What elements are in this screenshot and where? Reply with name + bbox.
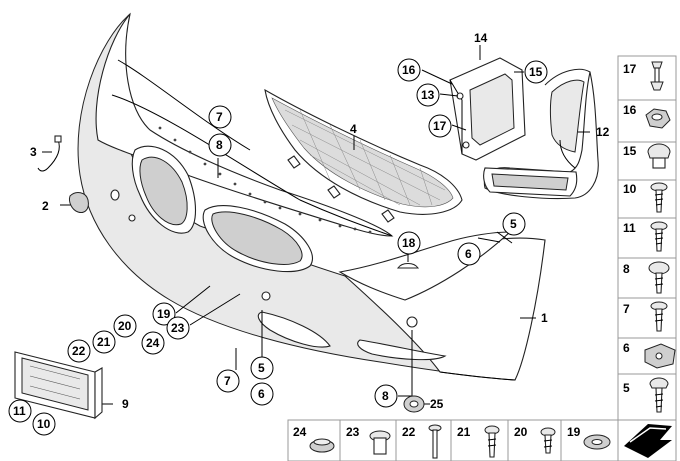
label-3: 3 [30,145,37,159]
label-4: 4 [350,122,357,136]
callout-labels: 1 2 3 4 12 14 9 [30,31,610,411]
label-8b: 8 [382,389,389,403]
label-5b: 5 [258,361,265,375]
label-7a: 7 [216,110,223,124]
label-7b: 7 [224,374,231,388]
label-16: 16 [402,63,416,77]
rp-7: 7 [623,302,630,316]
label-22: 22 [72,344,86,358]
bumper-cover [77,12,546,381]
bp-20: 20 [514,425,528,439]
air-duct [483,68,599,200]
grommet-part [403,395,425,413]
washer-19-icon [583,434,611,450]
label-9: 9 [122,397,129,411]
leader-lines [42,45,590,405]
bp-22: 22 [402,425,416,439]
label-6b: 6 [258,387,265,401]
label-6a: 6 [465,247,472,261]
label-12: 12 [596,125,610,139]
direction-arrow-icon [617,419,677,461]
cover-cap [69,192,89,213]
label-21: 21 [97,335,111,349]
rp-5: 5 [623,381,630,395]
right-fastener-panel: 17 16 15 10 11 8 7 6 5 [617,55,677,421]
screw-20-icon [540,427,556,454]
pin-22-icon [428,424,442,459]
label-5a: 5 [510,217,517,231]
label-23: 23 [171,321,185,335]
label-14: 14 [474,31,488,45]
rp-11: 11 [623,221,636,235]
label-20: 20 [118,319,132,333]
plug-23-icon [369,430,391,455]
label-17: 17 [433,119,447,133]
screw-8-icon [648,261,670,294]
screw-7-icon [650,301,668,332]
bp-24: 24 [293,425,307,439]
rp-15: 15 [623,144,637,158]
label-1: 1 [541,311,548,325]
nut-16-icon [645,108,671,129]
bottom-fastener-panel: 24 23 22 21 20 19 [287,419,619,461]
label-18: 18 [402,236,416,250]
label-25: 25 [430,397,444,411]
rp-8: 8 [623,262,630,276]
bp-21: 21 [457,425,471,439]
plug-15-icon [647,143,671,169]
label-8a: 8 [216,138,223,152]
screw-11-icon [650,221,668,252]
label-19: 19 [157,307,171,321]
bracket [449,57,526,161]
screw-10-icon [650,182,668,213]
cap-part [396,262,420,269]
rp-16: 16 [623,103,637,117]
circled-callouts: 7 8 5 6 16 13 17 15 19 20 21 22 23 24 5 … [8,58,548,436]
grommet-24-icon [309,438,335,453]
label-15: 15 [529,65,543,79]
screw-21-icon [484,425,500,458]
label-10: 10 [37,417,51,431]
rp-10: 10 [623,182,637,196]
label-24: 24 [146,336,160,350]
bp-19: 19 [567,425,581,439]
wire-part [37,135,62,172]
bp-23: 23 [346,425,360,439]
rp-6: 6 [623,341,630,355]
screw-5-icon [649,377,669,413]
pin-17-icon [650,61,664,91]
grille-mesh [264,88,463,223]
label-13: 13 [421,88,435,102]
license-plate-holder [14,351,103,420]
clip-nut-6-icon [644,343,676,369]
label-11: 11 [13,404,26,418]
rp-17: 17 [623,62,637,76]
label-2: 2 [42,199,49,213]
